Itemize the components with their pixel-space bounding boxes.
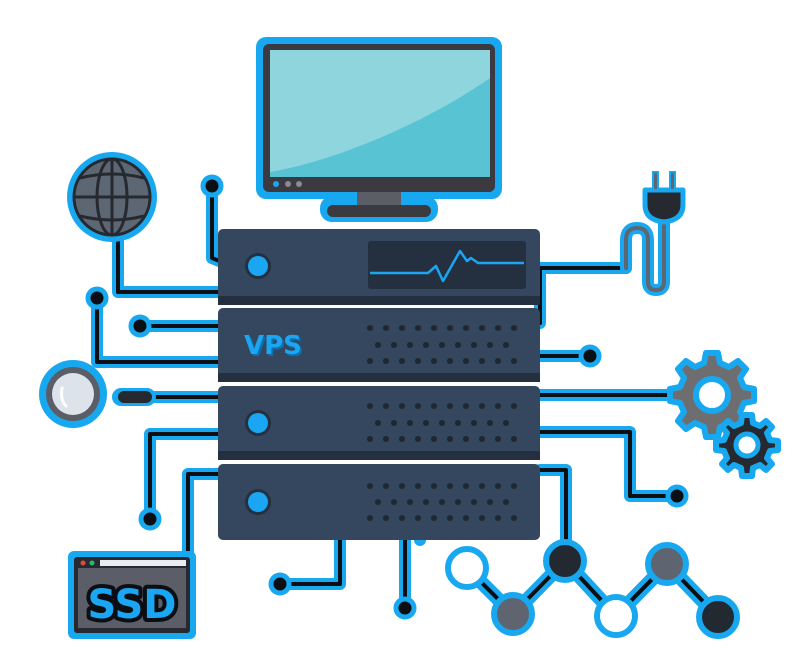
gear-small-icon — [713, 412, 781, 479]
heartbeat-graph — [370, 249, 524, 283]
globe-icon — [67, 152, 157, 242]
server-unit-4 — [218, 464, 540, 540]
power-led — [248, 256, 268, 276]
network-node — [543, 539, 587, 583]
gear-icon — [667, 350, 757, 440]
circuit-traces — [85, 174, 689, 620]
vent-holes — [367, 325, 517, 364]
server-unit-2: VPS VPS — [218, 308, 540, 382]
network-nodes-icon — [445, 539, 740, 639]
vent-holes — [367, 403, 517, 442]
monitor-led-blue — [273, 181, 279, 187]
network-node — [696, 595, 740, 639]
trace-endpoints — [85, 174, 689, 620]
network-node — [594, 594, 638, 638]
server-rack: VPS VPS — [218, 229, 540, 540]
server-unit-1 — [218, 229, 540, 305]
ssd-label: SSD — [87, 582, 176, 628]
vps-label: VPS — [244, 331, 302, 361]
monitor-neck — [357, 192, 401, 208]
server-unit-3 — [218, 386, 540, 460]
vent-holes — [367, 483, 517, 521]
power-led — [248, 413, 268, 433]
power-plug-icon — [620, 171, 686, 297]
network-node — [645, 542, 689, 586]
network-node — [491, 592, 535, 636]
network-node — [445, 546, 489, 590]
power-led — [248, 492, 268, 512]
monitor-icon — [256, 37, 502, 222]
magnifier-icon — [39, 360, 156, 428]
activity-display — [368, 241, 526, 289]
ssd-window-icon: SSD SSD — [68, 551, 196, 639]
ssd-label-outline: SSD — [87, 582, 176, 628]
monitor-base — [327, 205, 431, 217]
vps-label-shadow: VPS — [246, 333, 304, 363]
